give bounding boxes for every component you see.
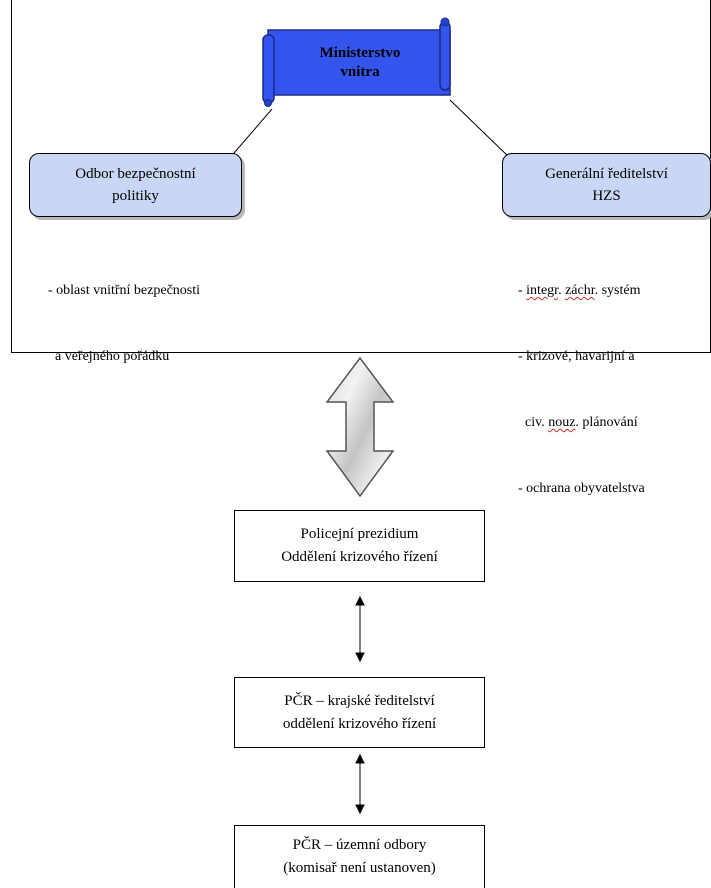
dept-right-line2: HZS [592,188,621,204]
ministry-scroll-shape [262,17,451,107]
ministry-title: Ministerstvo vnitra [276,36,444,90]
bullet-item: - oblast vnitřní bezpečnosti [48,283,201,298]
police-presidium-box: Policejní prezidium Oddělení krizového ř… [234,510,485,582]
bullet-item: - integr. záchr. systém [518,283,641,298]
ministry-line1: Ministerstvo [319,45,401,61]
dept-left-line1: Odbor bezpečnostní [75,166,196,182]
box1-line2: Oddělení krizového řízení [281,549,438,565]
dept-left-bullets: - oblast vnitřní bezpečnosti a veřejného… [48,236,200,390]
box2-line2: oddělení krizového řízení [282,715,437,732]
bullet-item: a veřejného pořádku [48,349,170,364]
department-box-left: Odbor bezpečnostní politiky [29,153,242,217]
dept-right-bullets: - integr. záchr. systém - krizové, havar… [518,236,645,522]
small-arrow-1 [355,595,365,663]
bullet-item: - krizové, havarijní a [518,349,635,364]
regional-directorate-box: PČR – krajské ředitelství oddělení krizo… [234,677,485,748]
box2-line1: PČR – krajské ředitelství [284,692,435,709]
small-arrow-2 [355,753,365,815]
box3-line1: PČR – územní odbory [292,837,427,853]
department-box-right: Generální ředitelství HZS [502,153,711,217]
connector-left [227,108,273,161]
territorial-departments-box: PČR – územní odbory (komisař není ustano… [234,825,485,888]
connector-right [449,99,513,161]
bullet-item: - ochrana obyvatelstva [518,481,645,496]
ministry-line2: vnitra [340,64,380,80]
bullet-item: civ. nouz. plánování [518,415,638,430]
dept-left-line2: politiky [112,188,159,204]
dept-right-line1: Generální ředitelství [545,166,668,182]
double-arrow-icon [325,356,395,498]
box1-line1: Policejní prezidium [300,526,419,542]
box3-line2: (komisař není ustanoven) [283,860,436,876]
